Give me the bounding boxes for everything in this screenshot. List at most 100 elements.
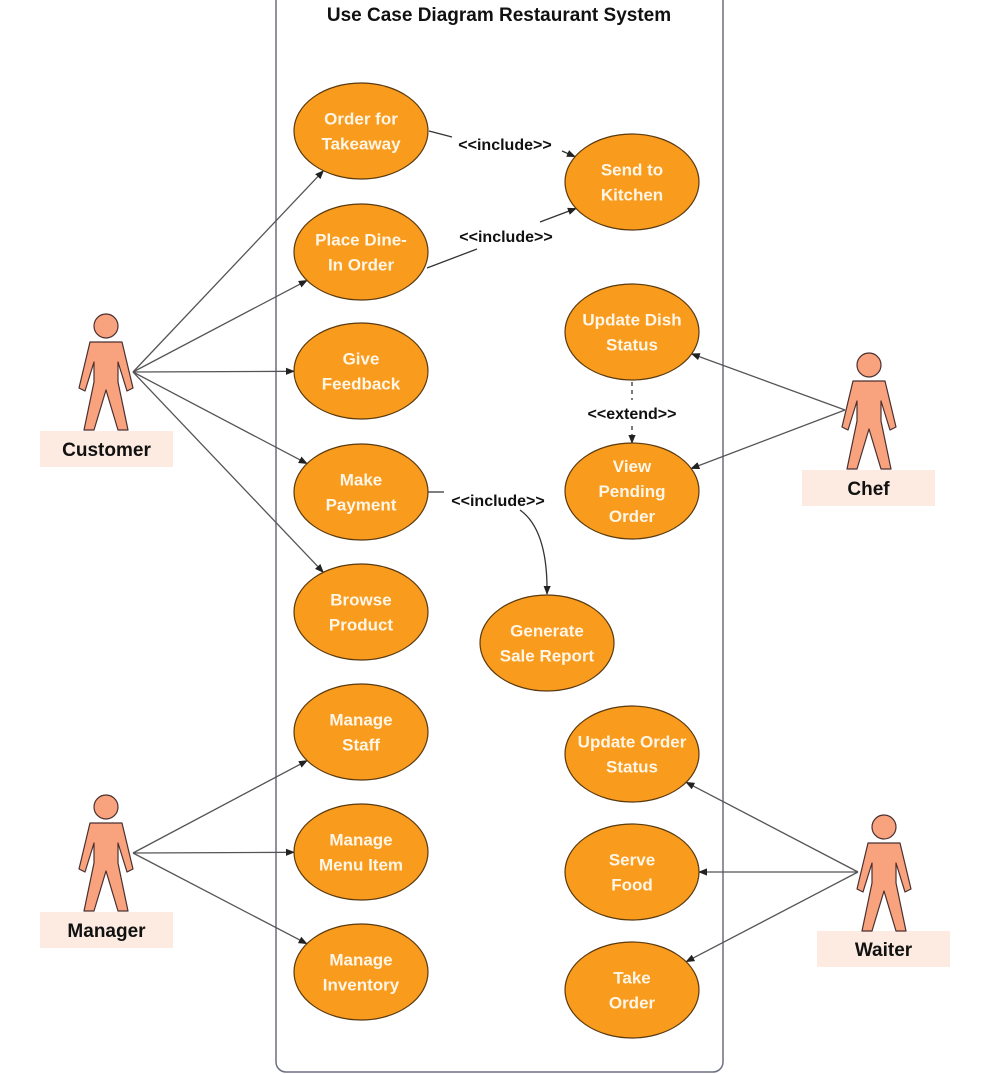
actor-customer[interactable]: Customer xyxy=(40,313,173,467)
actor-label-box xyxy=(40,912,173,948)
relationship-label: <<include>> xyxy=(458,137,551,154)
use-case-label: Place Dine- xyxy=(315,231,407,250)
use-case-label: Inventory xyxy=(323,976,400,995)
actor-head-icon xyxy=(856,352,882,378)
use-case-ellipse xyxy=(479,594,615,692)
use-case-label: Order xyxy=(609,994,656,1013)
relationship-place_dinein-send_kitchen xyxy=(426,208,576,269)
use-case-label: Pending xyxy=(598,482,665,501)
use-case-place-dinein[interactable]: Place Dine- In Order xyxy=(293,203,429,301)
actor-head-icon xyxy=(871,814,897,840)
actor-figure-icon xyxy=(78,822,134,912)
use-case-ellipse xyxy=(293,443,429,541)
association-chef-update_dish xyxy=(690,353,846,411)
use-case-label: Feedback xyxy=(322,375,401,394)
actor-waiter[interactable]: Waiter xyxy=(817,814,950,967)
association-customer-make_payment xyxy=(132,371,308,465)
use-case-label: Update Dish xyxy=(582,311,681,330)
use-case-label: Manage xyxy=(329,951,392,970)
use-case-label: Serve xyxy=(609,851,655,870)
use-case-label: Manage xyxy=(329,711,392,730)
use-case-label: View xyxy=(613,457,652,476)
actor-figure-icon xyxy=(841,380,897,470)
actor-figure-icon xyxy=(78,341,134,431)
use-case-label: Take xyxy=(613,969,651,988)
use-case-label: Give xyxy=(343,350,380,369)
actor-label-box xyxy=(40,431,173,467)
association-manager-manage_menu xyxy=(132,848,295,856)
use-case-ellipse xyxy=(564,133,700,231)
actor-head-icon xyxy=(93,794,119,820)
actor-chef[interactable]: Chef xyxy=(802,352,935,506)
actor-figure-icon xyxy=(856,842,912,932)
use-case-label: In Order xyxy=(328,256,395,275)
use-case-label: Takeaway xyxy=(321,135,401,154)
relationship-order_takeaway-send_kitchen xyxy=(428,130,575,157)
use-case-ellipse xyxy=(293,683,429,781)
use-case-ellipse xyxy=(564,705,700,803)
association-customer-give_feedback xyxy=(132,367,295,375)
actor-label: Waiter xyxy=(855,940,913,961)
use-case-ellipse xyxy=(564,283,700,381)
use-case-ellipse xyxy=(293,803,429,901)
use-case-label: Update Order xyxy=(578,733,687,752)
use-case-label: Product xyxy=(329,616,394,635)
actor-label: Chef xyxy=(847,479,890,500)
relationship-label: <<include>> xyxy=(459,229,552,246)
actor-label: Manager xyxy=(67,921,146,942)
association-customer-order_takeaway xyxy=(132,170,325,373)
use-case-label: Send to xyxy=(601,161,663,180)
use-case-send-kitchen[interactable]: Send to Kitchen xyxy=(564,133,700,231)
use-case-label: Payment xyxy=(326,496,397,515)
use-case-ellipse xyxy=(293,203,429,301)
use-case-label: Order xyxy=(609,507,656,526)
use-case-ellipse xyxy=(564,442,700,540)
association-customer-place_dinein xyxy=(132,279,308,373)
use-case-label: Kitchen xyxy=(601,186,663,205)
use-case-label: Status xyxy=(606,758,658,777)
association-chef-view_pending xyxy=(690,409,846,470)
use-case-label: Browse xyxy=(330,591,391,610)
actor-label-box xyxy=(802,470,935,506)
relationship-label: <<extend>> xyxy=(588,406,677,423)
use-case-label: Order for xyxy=(324,110,398,129)
use-case-label: Status xyxy=(606,336,658,355)
relationship-label: <<include>> xyxy=(451,493,544,510)
use-case-ellipse xyxy=(564,941,700,1039)
association-waiter-take_order xyxy=(685,871,859,963)
use-case-ellipse xyxy=(293,82,429,180)
use-case-ellipse xyxy=(293,563,429,661)
use-case-label: Make xyxy=(340,471,383,490)
diagram-title: Use Case Diagram Restaurant System xyxy=(327,5,671,26)
use-case-ellipse xyxy=(293,322,429,420)
association-waiter-update_order_status xyxy=(685,781,859,873)
association-manager-manage_inventory xyxy=(132,852,308,945)
use-case-label: Staff xyxy=(342,736,380,755)
actor-label-box xyxy=(817,931,950,967)
association-customer-browse_product xyxy=(132,371,324,573)
use-case-label: Sale Report xyxy=(500,647,595,666)
relationship-make_payment-generate_report xyxy=(428,491,547,594)
use-case-label: Food xyxy=(611,876,653,895)
actor-label: Customer xyxy=(62,440,151,461)
use-case-ellipse xyxy=(564,823,700,921)
system-boundary xyxy=(275,0,724,1073)
association-manager-manage_staff xyxy=(132,759,308,854)
actor-manager[interactable]: Manager xyxy=(40,794,173,948)
use-case-label: Menu Item xyxy=(319,856,403,875)
use-case-label: Manage xyxy=(329,831,392,850)
